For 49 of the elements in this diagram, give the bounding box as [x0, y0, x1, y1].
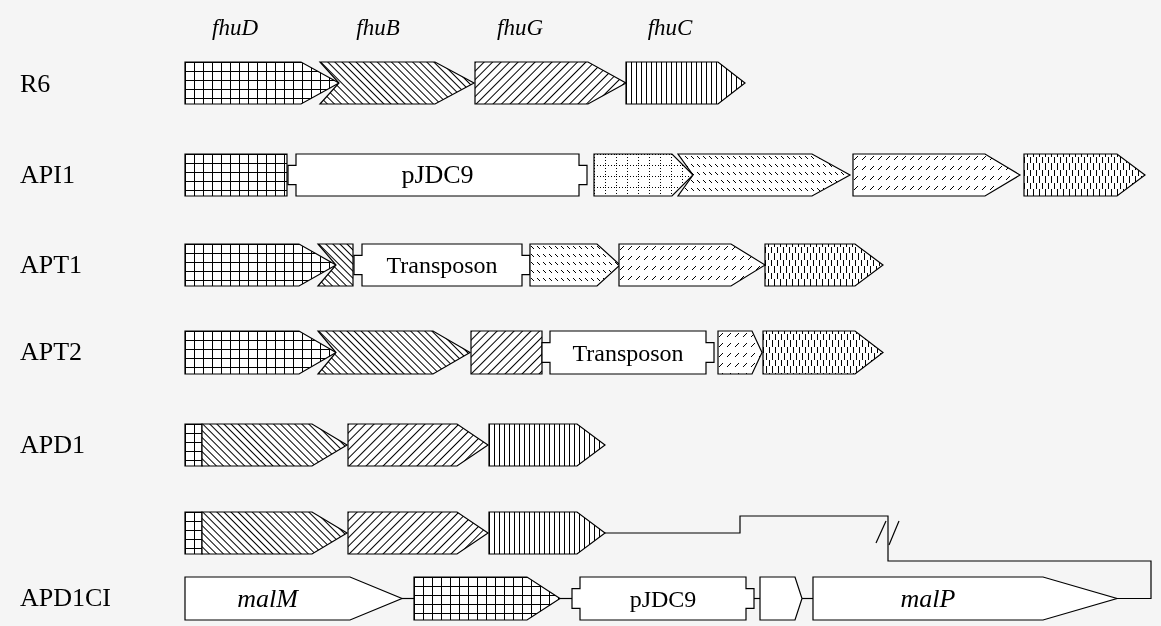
gene-segment — [348, 424, 488, 466]
gene-segment — [318, 331, 470, 374]
gene-name: fhuB — [356, 15, 400, 39]
gene-segment — [765, 244, 883, 286]
gene-segment — [619, 244, 765, 286]
strain-label: APD1 — [20, 432, 85, 458]
gene-segment — [1024, 154, 1145, 196]
gene-segment — [813, 577, 1117, 620]
strain-label: R6 — [20, 71, 51, 97]
strain-label: APD1CI — [20, 585, 111, 611]
gene-segment — [320, 62, 474, 104]
gene-segment — [185, 331, 336, 374]
gene-name: fhuG — [497, 15, 543, 39]
gene-segment — [594, 154, 693, 196]
gene-segment — [489, 424, 605, 466]
gene-segment — [202, 424, 347, 466]
strain-label: APT1 — [20, 252, 83, 278]
connector-line — [604, 515, 1152, 600]
gene-name: fhuD — [212, 15, 258, 39]
gene-label: malP — [900, 585, 956, 612]
gene-label: Transposon — [572, 340, 684, 365]
gene-label: Transposon — [386, 253, 498, 277]
gene-segment — [185, 577, 402, 620]
gene-segment — [626, 62, 745, 104]
gene-segment — [185, 62, 339, 104]
strain-label: APT2 — [20, 339, 83, 365]
gene-name: fhuC — [647, 15, 693, 39]
gene-segment — [718, 331, 762, 374]
gene-segment — [414, 577, 560, 620]
gene-segment — [853, 154, 1020, 196]
insert-box — [542, 331, 714, 374]
gene-segment — [760, 577, 802, 620]
gene-segment — [202, 512, 347, 554]
gene-fragment — [185, 154, 287, 196]
gene-segment — [530, 244, 620, 286]
gene-segment — [678, 154, 850, 196]
gene-fragment — [471, 331, 542, 374]
gene-segment — [475, 62, 626, 104]
gene-label: malM — [237, 585, 298, 612]
gene-segment — [348, 512, 488, 554]
strain-label: API1 — [20, 162, 75, 188]
gene-label: pJDC9 — [629, 586, 697, 611]
gene-segment — [489, 512, 605, 554]
gene-segment — [763, 331, 883, 374]
insert-box — [288, 154, 587, 196]
insert-box — [354, 244, 530, 286]
insert-box — [572, 577, 754, 620]
gene-segment — [185, 244, 336, 286]
gene-label: pJDC9 — [401, 162, 474, 188]
